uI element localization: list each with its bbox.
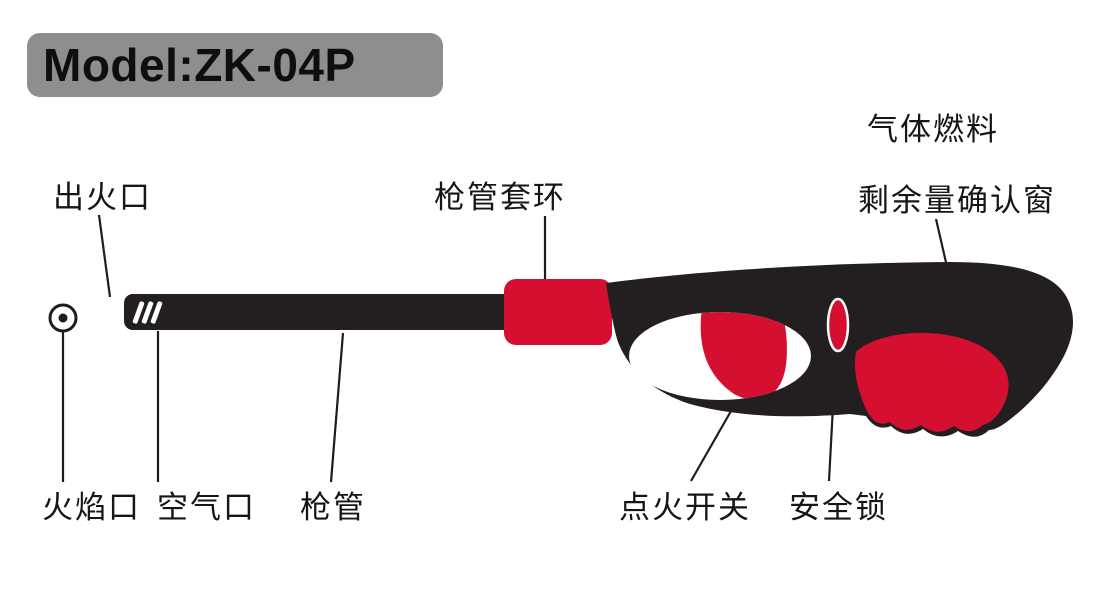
label-air-port: 空气口: [157, 490, 256, 525]
label-gas-window-line2: 剩余量确认窗: [858, 183, 1056, 218]
flame-nozzle-icon: [48, 303, 78, 333]
label-gas-window-line1: 气体燃料: [867, 112, 999, 147]
label-barrel: 枪管: [300, 490, 366, 525]
label-ignition-switch: 点火开关: [619, 490, 751, 525]
label-safety-lock: 安全锁: [789, 490, 888, 525]
label-flame-port: 火焰口: [42, 490, 141, 525]
ignition-switch-shape: [700, 312, 787, 400]
leader-line-ignition-switch: [690, 403, 736, 482]
leader-line-fire-outlet: [97, 214, 112, 298]
air-vent-slits: [132, 301, 163, 324]
safety-lock-button: [826, 297, 850, 353]
model-title-badge: Model:ZK-04P: [27, 33, 443, 97]
model-title-text: Model:ZK-04P: [43, 39, 356, 91]
barrel-shape: [124, 294, 522, 330]
leader-line-barrel: [329, 332, 345, 483]
grip-shape: [854, 332, 1009, 432]
barrel-collar-shape: [504, 279, 612, 345]
label-fire-outlet: 出火口: [53, 180, 152, 215]
label-barrel-collar: 枪管套环: [434, 180, 566, 215]
